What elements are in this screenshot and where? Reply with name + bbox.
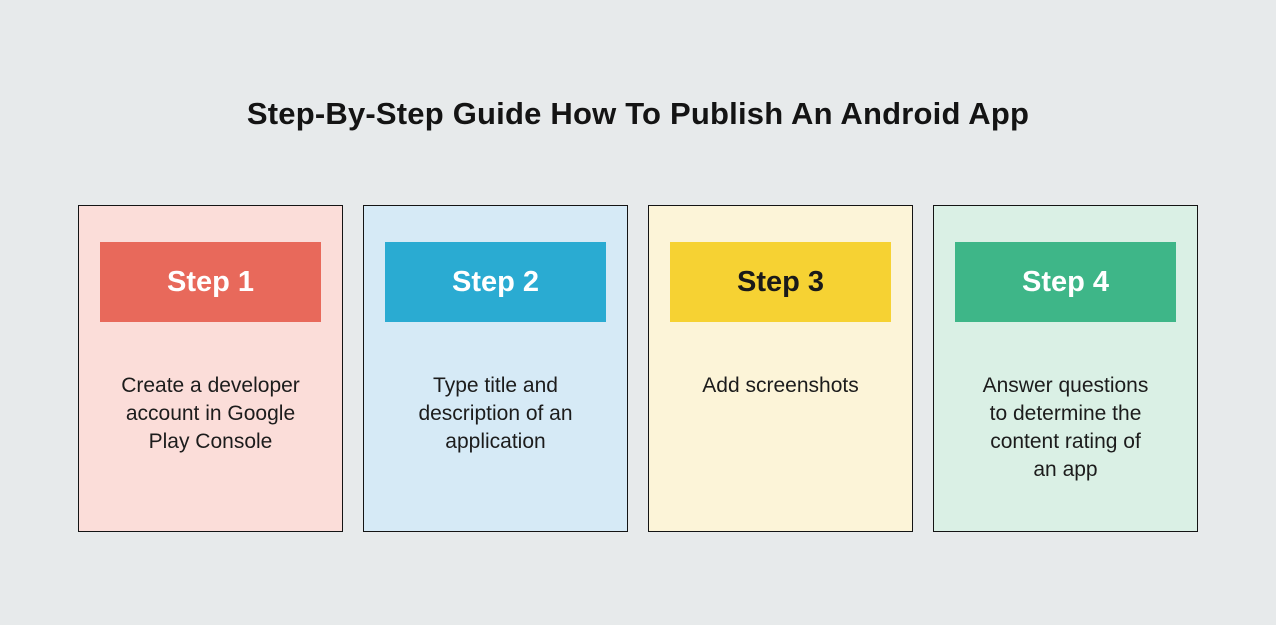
step-card-1: Step 1 Create a developer account in Goo…	[78, 205, 343, 532]
step-1-description: Create a developer account in Google Pla…	[121, 374, 300, 453]
step-2-description: Type title and description of an applica…	[418, 374, 573, 453]
page-title: Step-By-Step Guide How To Publish An And…	[246, 96, 1030, 131]
step-4-header-badge: Step 4	[955, 242, 1176, 322]
step-2-header-badge: Step 2	[385, 242, 606, 322]
step-card-2: Step 2 Type title and description of an …	[363, 205, 628, 532]
step-1-label: Step 1	[166, 265, 255, 298]
step-4-label: Step 4	[1021, 265, 1110, 298]
step-3-description: Add screenshots	[702, 374, 859, 397]
steps-row: Step 1 Create a developer account in Goo…	[78, 205, 1198, 532]
step-4-description: Answer questions to determine the conten…	[982, 374, 1149, 481]
step-3-label: Step 3	[736, 265, 825, 298]
step-card-3: Step 3 Add screenshots	[648, 205, 913, 532]
step-1-header-badge: Step 1	[100, 242, 321, 322]
step-2-label: Step 2	[451, 265, 540, 298]
step-card-4: Step 4 Answer questions to determine the…	[933, 205, 1198, 532]
step-3-header-badge: Step 3	[670, 242, 891, 322]
